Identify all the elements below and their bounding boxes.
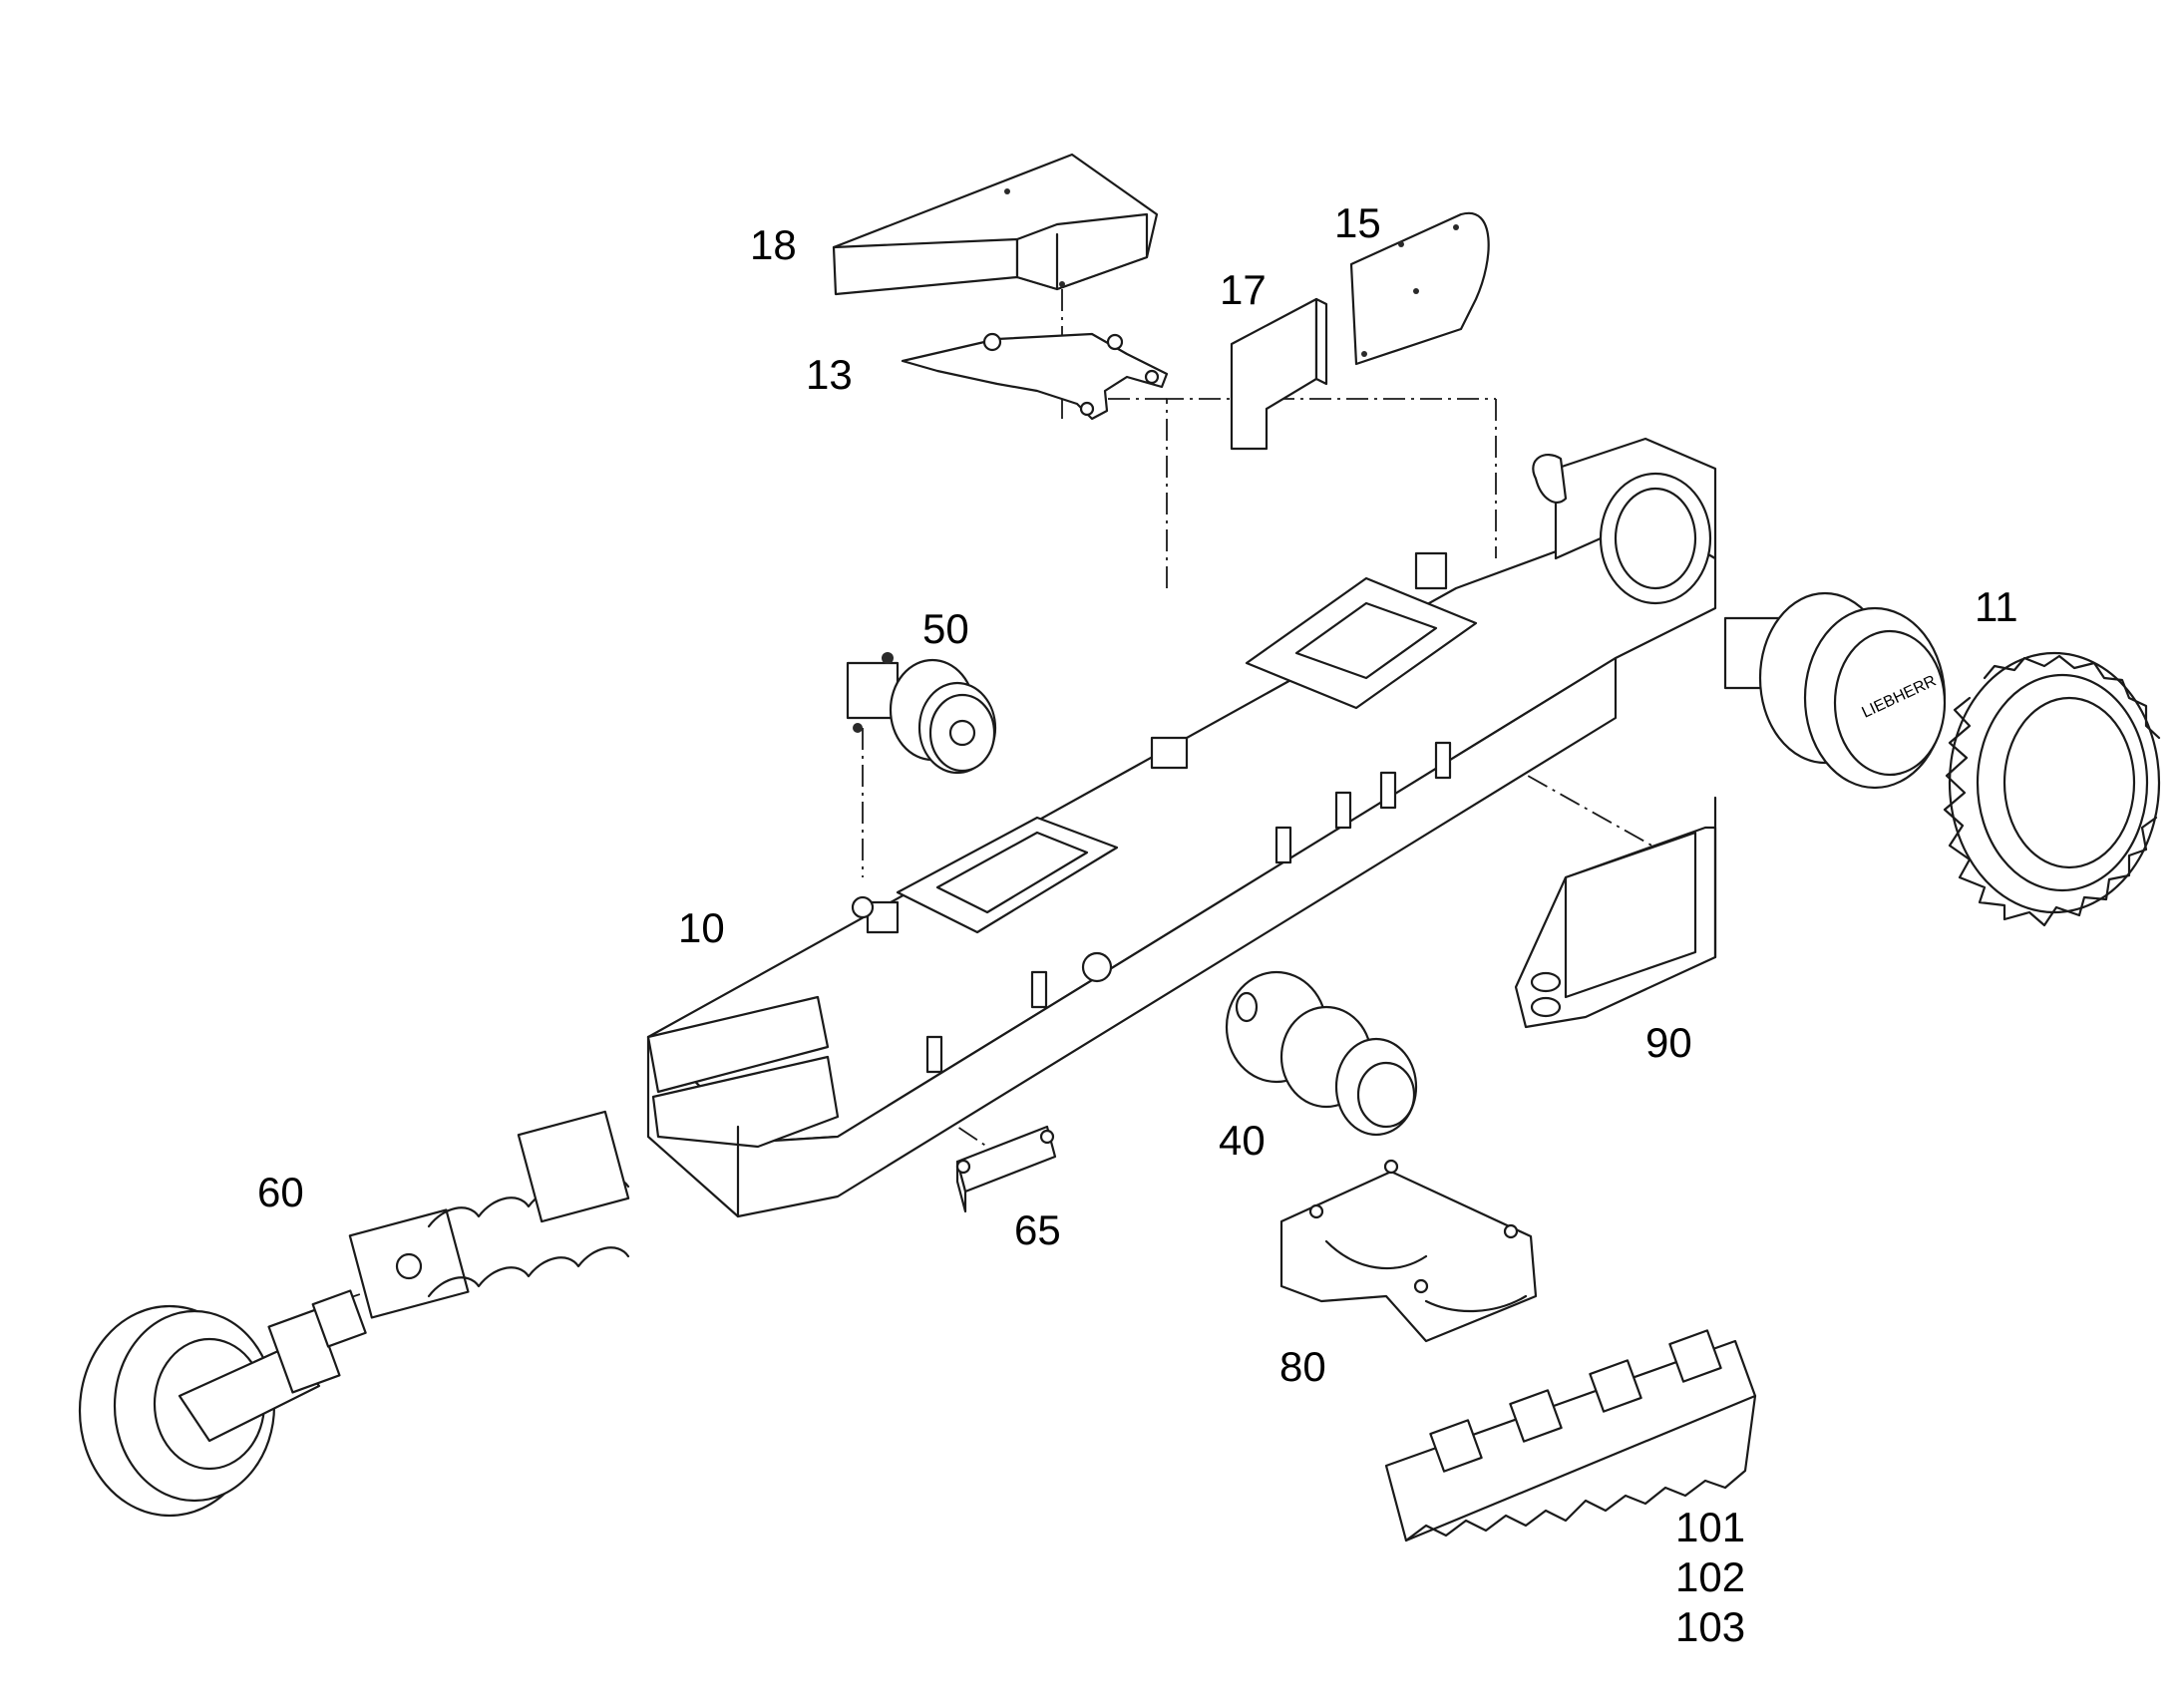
- part-13-bracket[interactable]: [901, 332, 1169, 421]
- part-101-track-chain[interactable]: [1384, 1329, 1757, 1542]
- callout-103: 103: [1675, 1603, 1745, 1650]
- callout-101: 101: [1675, 1504, 1745, 1550]
- callout-90: 90: [1645, 1019, 1692, 1066]
- callouts: 18 13 17 15 50 11 10 90 40 60 65 80 101 …: [257, 199, 2018, 1650]
- part-40-track-roller[interactable]: [1225, 970, 1418, 1137]
- part-18-cover[interactable]: [832, 153, 1159, 296]
- part-60-idler-spring[interactable]: [348, 1110, 630, 1319]
- part-11-sprocket[interactable]: [1943, 651, 2161, 927]
- part-50-carrier-roller[interactable]: [846, 652, 997, 775]
- callout-10: 10: [678, 904, 725, 951]
- callout-65: 65: [1014, 1206, 1061, 1253]
- callout-15: 15: [1334, 199, 1381, 246]
- part-17-plate[interactable]: [1230, 297, 1328, 451]
- part-15-plate[interactable]: [1349, 211, 1490, 366]
- callout-60: 60: [257, 1169, 304, 1215]
- part-65-cover[interactable]: [955, 1125, 1057, 1213]
- callout-40: 40: [1219, 1117, 1266, 1164]
- callout-11: 11: [1975, 583, 2018, 630]
- part-80-roller-guard[interactable]: [1279, 1159, 1538, 1343]
- part-10-track-frame[interactable]: [646, 437, 1717, 1218]
- part-11-final-drive[interactable]: LIEBHERR: [1723, 591, 1947, 790]
- part-60-idler-wheel[interactable]: [78, 1289, 367, 1518]
- callout-80: 80: [1279, 1343, 1326, 1390]
- callout-13: 13: [806, 351, 853, 398]
- callout-102: 102: [1675, 1553, 1745, 1600]
- part-90-guard[interactable]: [1514, 796, 1717, 1029]
- callout-17: 17: [1220, 266, 1267, 313]
- callout-50: 50: [922, 605, 969, 652]
- callout-18: 18: [750, 221, 797, 268]
